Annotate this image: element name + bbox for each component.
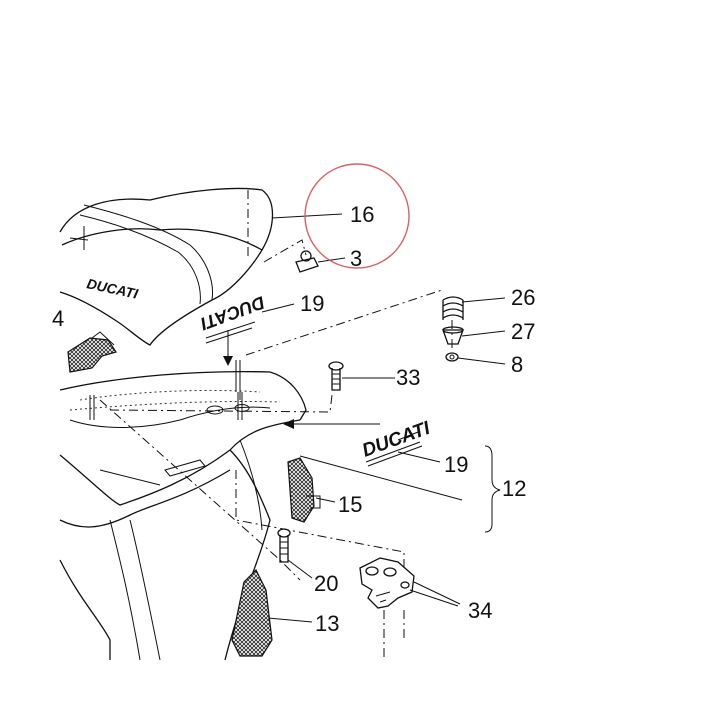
part-13-panel <box>231 568 273 657</box>
callout-27: 27 <box>511 319 535 344</box>
callout-19-lower: 19 <box>444 452 468 477</box>
callout-26: 26 <box>511 285 535 310</box>
callout-16: 16 <box>350 202 374 227</box>
callout-19-upper: 19 <box>300 291 324 316</box>
part-20-bolt <box>277 528 291 563</box>
highlight-circle <box>304 163 410 269</box>
svg-text:DUCATI: DUCATI <box>197 292 267 334</box>
tail-body <box>59 360 307 661</box>
part-27-spacer <box>442 326 464 345</box>
callout-4: 4 <box>52 306 64 331</box>
arrows <box>223 330 380 429</box>
decal-19-lower: DUCATI <box>360 418 434 467</box>
callout-33: 33 <box>396 365 420 390</box>
dash-center-lines <box>99 190 453 660</box>
seat-logo: DUCATI <box>85 275 140 302</box>
part-34-latch <box>359 557 415 609</box>
callout-12: 12 <box>502 476 526 501</box>
callout-3: 3 <box>350 246 362 271</box>
callout-13: 13 <box>315 611 339 636</box>
seat: DUCATI <box>59 187 274 346</box>
decal-19-upper: DUCATI <box>197 292 267 344</box>
part-15-bracket <box>287 457 321 523</box>
part-33-bolt <box>328 361 344 391</box>
callout-34: 34 <box>468 598 492 623</box>
callout-20: 20 <box>314 571 338 596</box>
callout-15: 15 <box>338 492 362 517</box>
part-8-nut <box>445 352 459 362</box>
part-26-spring <box>442 296 464 320</box>
callout-8: 8 <box>511 352 523 377</box>
side-bracket-left <box>67 331 117 373</box>
part-3-pin <box>295 250 319 273</box>
leader-lines <box>261 213 506 623</box>
